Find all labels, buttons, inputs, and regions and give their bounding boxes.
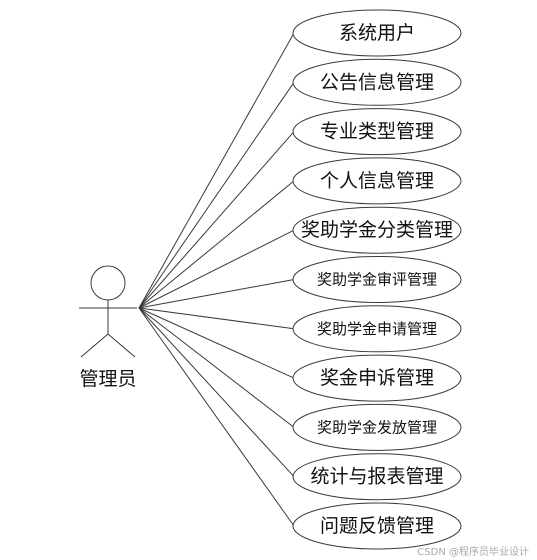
use-case-label: 奖助学金审评管理 bbox=[317, 271, 437, 289]
use-case-ellipse bbox=[292, 403, 462, 451]
association-line bbox=[138, 131, 295, 309]
actor-right-leg bbox=[107, 333, 136, 358]
use-case-label: 奖助学金分类管理 bbox=[301, 219, 453, 241]
association-line bbox=[138, 307, 295, 428]
association-line bbox=[138, 180, 295, 309]
use-case-ellipse bbox=[292, 157, 462, 205]
use-case-major-type-management: 专业类型管理 bbox=[292, 108, 462, 156]
actor-head bbox=[90, 265, 126, 301]
use-case-ellipse bbox=[292, 256, 462, 303]
use-case-ellipse bbox=[292, 502, 462, 550]
use-case-ellipse bbox=[292, 58, 462, 106]
use-case-scholarship-appeal-management: 奖金申诉管理 bbox=[292, 354, 462, 402]
use-case-label: 专业类型管理 bbox=[320, 121, 434, 143]
actor-left-leg bbox=[80, 333, 109, 358]
use-case-personal-info-management: 个人信息管理 bbox=[292, 157, 462, 205]
association-line bbox=[138, 279, 295, 309]
use-case-ellipse bbox=[292, 206, 462, 254]
use-case-label: 统计与报表管理 bbox=[310, 466, 443, 488]
use-case-ellipse bbox=[292, 108, 462, 156]
use-case-scholarship-review-management: 奖助学金审评管理 bbox=[292, 256, 462, 303]
actor-label: 管理员 bbox=[79, 368, 136, 390]
use-case-issue-feedback-management: 问题反馈管理 bbox=[292, 502, 462, 550]
use-case-scholarship-category-management: 奖助学金分类管理 bbox=[292, 206, 462, 254]
use-case-label: 公告信息管理 bbox=[320, 71, 434, 93]
association-line bbox=[138, 307, 295, 478]
use-case-ellipse bbox=[292, 354, 462, 402]
association-line bbox=[138, 307, 295, 379]
use-case-ellipse bbox=[292, 453, 462, 501]
association-lines bbox=[138, 32, 295, 527]
use-case-label: 系统用户 bbox=[339, 22, 415, 44]
association-line bbox=[138, 229, 295, 309]
use-case-ellipse bbox=[292, 305, 462, 353]
association-line bbox=[138, 307, 295, 330]
use-case-ellipse bbox=[292, 9, 462, 57]
use-case-statistics-report-management: 统计与报表管理 bbox=[292, 453, 462, 501]
association-line bbox=[138, 32, 295, 309]
use-case-label: 奖助学金发放管理 bbox=[317, 418, 437, 436]
use-case-scholarship-payment-management: 奖助学金发放管理 bbox=[292, 403, 462, 451]
use-case-scholarship-application-management: 奖助学金申请管理 bbox=[292, 305, 462, 353]
use-case-label: 奖金申诉管理 bbox=[320, 367, 434, 389]
association-line bbox=[138, 307, 295, 527]
use-case-label: 个人信息管理 bbox=[320, 170, 434, 192]
use-case-system-users: 系统用户 bbox=[292, 9, 462, 57]
use-cases: 系统用户公告信息管理专业类型管理个人信息管理奖助学金分类管理奖助学金审评管理奖助… bbox=[292, 9, 462, 550]
use-case-label: 奖助学金申请管理 bbox=[317, 320, 437, 338]
use-case-label: 问题反馈管理 bbox=[320, 515, 434, 537]
watermark: CSDN @程序员毕业设计 bbox=[417, 547, 529, 558]
actor: 管理员 bbox=[79, 265, 137, 390]
association-line bbox=[138, 82, 295, 309]
use-case-announcement-management: 公告信息管理 bbox=[292, 58, 462, 106]
